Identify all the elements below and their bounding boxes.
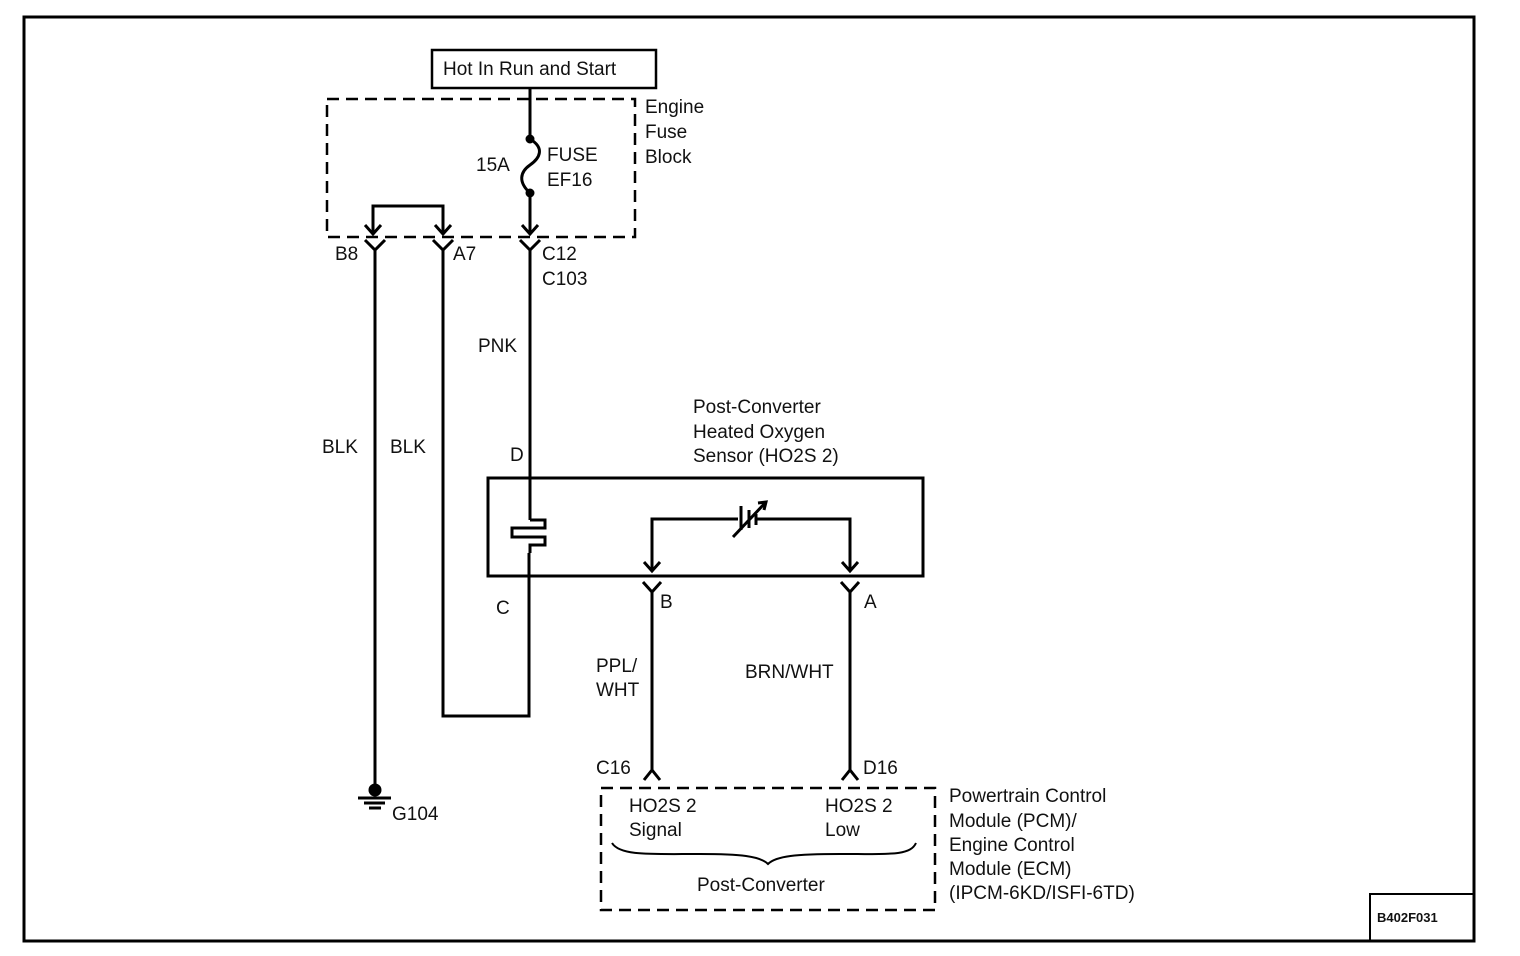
pcm-label-3: Engine Control xyxy=(949,835,1075,856)
fuse-ef16-symbol xyxy=(520,88,541,237)
oxygen-sensing-element-icon xyxy=(642,500,860,574)
wire-blk-a7 xyxy=(441,250,531,718)
power-source-box xyxy=(430,48,658,90)
heater-element-icon xyxy=(510,518,547,553)
wire-ppl-wht-label-1: PPL/ xyxy=(596,656,638,677)
figure-id: B402F031 xyxy=(1377,910,1438,925)
pcm-label-4: Module (ECM) xyxy=(949,859,1072,880)
pcm-label-2: Module (PCM)/ xyxy=(949,811,1077,832)
fuse-block-jumper xyxy=(363,204,453,237)
pin-c12: C12 xyxy=(542,244,577,265)
diagram-frame xyxy=(22,15,1476,943)
fuse-block-label-2: Fuse xyxy=(645,122,688,143)
pcm-signal-label-1: HO2S 2 xyxy=(629,796,697,817)
figure-id-box xyxy=(1369,893,1475,942)
sensor-pin-d: D xyxy=(510,445,524,466)
power-source-label: Hot In Run and Start xyxy=(443,59,617,80)
pcm-pin-d16: D16 xyxy=(863,758,898,779)
pcm-low-label-1: HO2S 2 xyxy=(825,796,893,817)
wire-pnk-label: PNK xyxy=(478,336,518,357)
fuse-rating: 15A xyxy=(476,155,510,176)
fuse-block-outline xyxy=(325,97,637,239)
pcm-group-label: Post-Converter xyxy=(697,875,825,896)
pcm-pins xyxy=(642,767,860,781)
sensor-pin-c: C xyxy=(496,598,510,619)
fuse-name-2: EF16 xyxy=(547,170,593,191)
fuse-block-label-3: Block xyxy=(645,147,692,168)
wire-brn-wht-label: BRN/WHT xyxy=(745,662,834,683)
wire-blk-left-label: BLK xyxy=(322,437,358,458)
pin-a7: A7 xyxy=(453,244,477,265)
ground-label: G104 xyxy=(392,804,439,825)
pin-b8: B8 xyxy=(335,244,359,265)
sensor-label-2: Heated Oxygen xyxy=(693,422,826,443)
fuse-block-label-1: Engine xyxy=(645,97,705,118)
pcm-low-label-2: Low xyxy=(825,820,860,841)
wire-ppl-wht-label-2: WHT xyxy=(596,680,640,701)
pcm-signal-label-2: Signal xyxy=(629,820,682,841)
fuse-name-1: FUSE xyxy=(547,145,598,166)
sensor-pin-b: B xyxy=(660,592,673,613)
sensor-label-1: Post-Converter xyxy=(693,397,821,418)
sensor-pins xyxy=(641,580,861,770)
pcm-pin-c16: C16 xyxy=(596,758,631,779)
post-converter-brace xyxy=(611,842,917,866)
pcm-label-5: (IPCM-6KD/ISFI-6TD) xyxy=(949,883,1135,904)
wire-blk-b8 xyxy=(358,250,391,810)
sensor-label-3: Sensor (HO2S 2) xyxy=(693,446,839,467)
sensor-pin-a: A xyxy=(864,592,877,613)
pcm-label-1: Powertrain Control xyxy=(949,786,1107,807)
sensor-box xyxy=(486,476,925,578)
connector-c103-label: C103 xyxy=(542,269,588,290)
wire-blk-right-label: BLK xyxy=(390,437,426,458)
